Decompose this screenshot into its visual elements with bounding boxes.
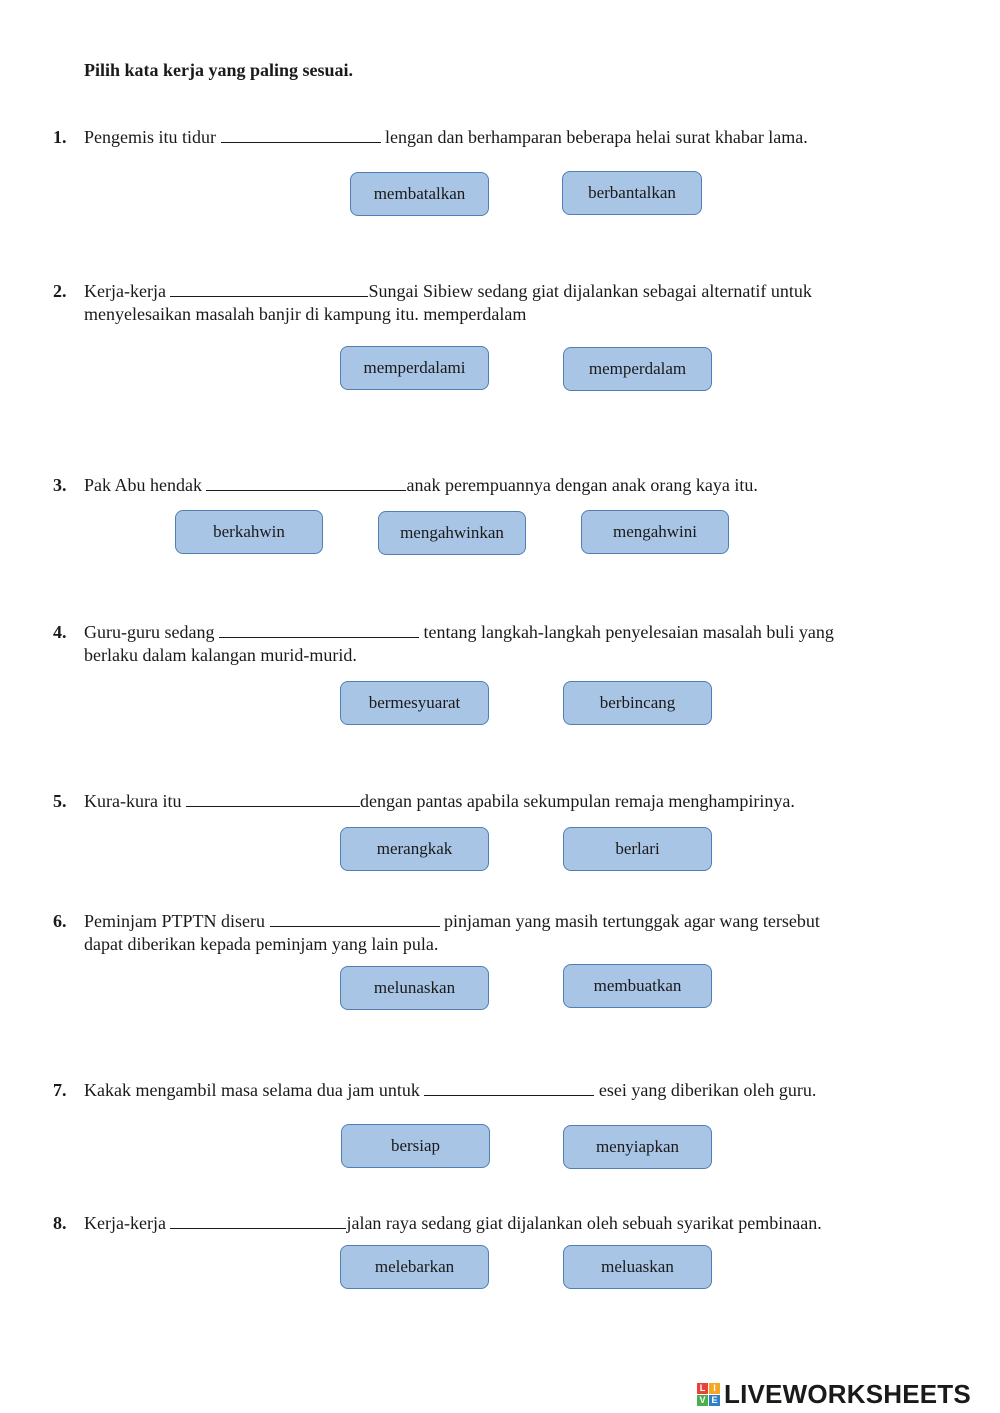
option-button[interactable]: membatalkan — [350, 172, 489, 216]
question-text-after: tentang langkah-langkah penyelesaian mas… — [423, 622, 834, 642]
question-text-line2: dapat diberikan kepada peminjam yang lai… — [84, 934, 439, 954]
logo-mark-letter: I — [709, 1382, 720, 1394]
option-button[interactable]: berbincang — [563, 681, 712, 725]
answer-blank[interactable] — [185, 789, 360, 807]
question-text-before: Kura-kura itu — [84, 791, 182, 811]
question-text: Kerja-kerja Sungai Sibiew sedang giat di… — [84, 279, 812, 303]
question-text: Kura-kura itu dengan pantas apabila seku… — [84, 789, 795, 813]
question-text: Kerja-kerja jalan raya sedang giat dijal… — [84, 1211, 822, 1235]
question-number: 3. — [53, 475, 67, 495]
logo-text: LIVEWORKSHEETS — [724, 1378, 971, 1409]
answer-blank[interactable] — [220, 125, 381, 143]
answer-blank[interactable] — [218, 620, 419, 638]
question-number: 7. — [53, 1080, 67, 1100]
logo-mark-letter: V — [697, 1394, 708, 1406]
option-button[interactable]: berbantalkan — [562, 171, 702, 215]
question-number: 8. — [53, 1213, 67, 1233]
answer-blank[interactable] — [206, 473, 407, 491]
question-text-line2: menyelesaikan masalah banjir di kampung … — [84, 304, 527, 324]
option-button[interactable]: berlari — [563, 827, 712, 871]
option-button[interactable]: merangkak — [340, 827, 489, 871]
option-button[interactable]: meluaskan — [563, 1245, 712, 1289]
option-button[interactable]: bersiap — [341, 1124, 490, 1168]
question-text-before: Pak Abu hendak — [84, 475, 202, 495]
question-text-after: esei yang diberikan oleh guru. — [598, 1080, 817, 1100]
question-text-after: dengan pantas apabila sekumpulan remaja … — [359, 791, 795, 811]
liveworksheets-logo: L I V E LIVEWORKSHEETS — [697, 1378, 971, 1410]
logo-mark-letter: L — [697, 1382, 708, 1394]
answer-blank[interactable] — [424, 1078, 595, 1096]
option-button[interactable]: melunaskan — [340, 966, 489, 1010]
question-text-before: Pengemis itu tidur — [84, 127, 216, 147]
question-text: Pengemis itu tidur lengan dan berhampara… — [84, 125, 808, 149]
answer-blank[interactable] — [170, 279, 369, 297]
question-text-before: Guru-guru sedang — [84, 622, 215, 642]
option-button[interactable]: menyiapkan — [563, 1125, 712, 1169]
question-text-after: lengan dan berhamparan beberapa helai su… — [385, 127, 808, 147]
question-text: Guru-guru sedang tentang langkah-langkah… — [84, 620, 834, 644]
question-text: Pak Abu hendak anak perempuannya dengan … — [84, 473, 758, 497]
logo-mark-letter: E — [709, 1394, 720, 1406]
option-button[interactable]: memperdalam — [563, 347, 712, 391]
question-text-before: Kakak mengambil masa selama dua jam untu… — [84, 1080, 420, 1100]
option-button[interactable]: bermesyuarat — [340, 681, 489, 725]
question-text: Peminjam PTPTN diseru pinjaman yang masi… — [84, 909, 820, 933]
question-number: 6. — [53, 911, 67, 931]
question-text-after: jalan raya sedang giat dijalankan oleh s… — [346, 1213, 822, 1233]
instruction-heading: Pilih kata kerja yang paling sesuai. — [84, 60, 354, 80]
question-number: 2. — [53, 281, 67, 301]
question-text-line2: berlaku dalam kalangan murid-murid. — [84, 645, 357, 665]
option-button[interactable]: melebarkan — [340, 1245, 489, 1289]
question-text-after: pinjaman yang masih tertunggak agar wang… — [444, 911, 820, 931]
question-number: 4. — [53, 622, 67, 642]
question-number: 5. — [53, 791, 67, 811]
option-button[interactable]: berkahwin — [175, 510, 323, 554]
question-text: Kakak mengambil masa selama dua jam untu… — [84, 1078, 816, 1102]
answer-blank[interactable] — [170, 1211, 347, 1229]
option-button[interactable]: memperdalami — [340, 346, 489, 390]
question-text-before: Peminjam PTPTN diseru — [84, 911, 265, 931]
option-button[interactable]: membuatkan — [563, 964, 712, 1008]
question-number: 1. — [53, 127, 67, 147]
question-text-after: Sungai Sibiew sedang giat dijalankan seb… — [368, 281, 812, 301]
option-button[interactable]: mengahwinkan — [378, 511, 526, 555]
logo-mark-icon: L I V E — [697, 1382, 720, 1406]
question-text-before: Kerja-kerja — [84, 1213, 166, 1233]
option-button[interactable]: mengahwini — [581, 510, 729, 554]
answer-blank[interactable] — [269, 909, 440, 927]
question-text-after: anak perempuannya dengan anak orang kaya… — [406, 475, 758, 495]
question-text-before: Kerja-kerja — [84, 281, 166, 301]
